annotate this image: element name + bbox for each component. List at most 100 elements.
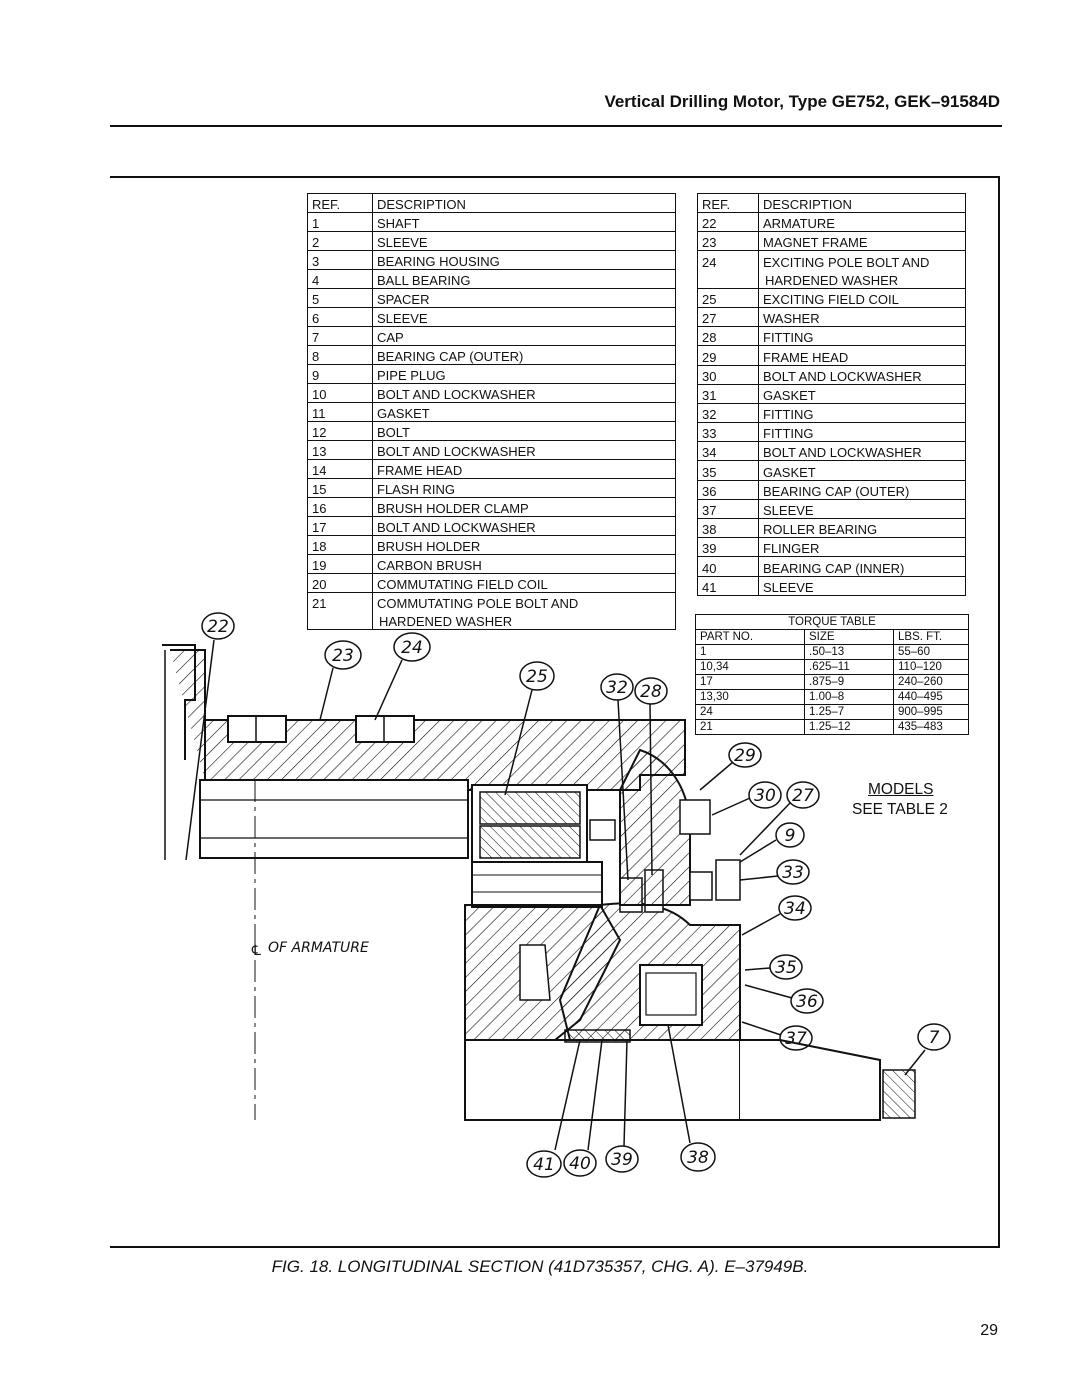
callout-34: 34 [784, 899, 806, 919]
part-description: FLASH RING [372, 478, 676, 498]
callout-22: 22 [207, 617, 229, 637]
part-description: SLEEVE [372, 231, 676, 251]
callout-30: 30 [754, 786, 776, 806]
part-description: BEARING CAP (OUTER) [372, 345, 676, 365]
models-note: MODELS SEE TABLE 2 [852, 780, 948, 820]
roller-bearing [639, 964, 703, 1026]
part-description: ROLLER BEARING [758, 518, 966, 539]
torque-value: 55–60 [893, 644, 969, 660]
part-ref: 1 [307, 212, 373, 232]
part-description: SLEEVE [758, 576, 966, 596]
col-desc-header: DESCRIPTION [372, 193, 676, 213]
part-ref: 12 [307, 421, 373, 441]
torque-part-no: 21 [695, 719, 805, 735]
part-description: BOLT AND LOCKWASHER [372, 383, 676, 403]
part-description: SLEEVE [758, 499, 966, 520]
torque-size: 1.25–12 [804, 719, 894, 735]
part-description: GASKET [758, 384, 966, 404]
callout-39: 39 [611, 1150, 633, 1170]
part-description: BOLT AND LOCKWASHER [372, 516, 676, 536]
torque-value: 440–495 [893, 689, 969, 705]
part-description: SPACER [372, 288, 676, 308]
part-ref: 34 [697, 441, 759, 462]
page-header-title: Vertical Drilling Motor, Type GE752, GEK… [604, 92, 1000, 111]
callout-9: 9 [785, 826, 796, 846]
part-description: FLINGER [758, 537, 966, 558]
part-description: BEARING HOUSING [372, 250, 676, 270]
part-ref: 29 [697, 345, 759, 366]
part-ref: 39 [697, 537, 759, 558]
part-ref: 41 [697, 576, 759, 596]
part-ref: 15 [307, 478, 373, 498]
part-description: BRUSH HOLDER [372, 535, 676, 555]
models-label: MODELS [868, 781, 934, 798]
part-description: SHAFT [372, 212, 676, 232]
callout-7: 7 [929, 1028, 940, 1048]
callout-41: 41 [533, 1155, 555, 1175]
part-description: EXCITING FIELD COIL [758, 288, 966, 308]
part-description: BOLT AND LOCKWASHER [758, 365, 966, 385]
part-description: BOLT [372, 421, 676, 441]
part-ref: 13 [307, 440, 373, 460]
commutator [471, 861, 603, 908]
part-description: COMMUTATING POLE BOLT AND [377, 596, 579, 611]
shaft [464, 1039, 741, 1121]
callout-35: 35 [775, 958, 797, 978]
part-ref: 19 [307, 554, 373, 574]
callout-37: 37 [785, 1029, 807, 1049]
see-table-label: SEE TABLE 2 [852, 801, 948, 818]
parts-row-continuation: HARDENED WASHER [697, 269, 966, 289]
part-ref: 6 [307, 307, 373, 327]
part-description: SLEEVE [372, 307, 676, 327]
figure-frame [110, 176, 1000, 1248]
callout-28: 28 [640, 682, 662, 702]
part-ref: 31 [697, 384, 759, 404]
part-ref: 9 [307, 364, 373, 384]
part-description: PIPE PLUG [372, 364, 676, 384]
shaft-end-spline [882, 1069, 916, 1119]
part-ref: 30 [697, 365, 759, 385]
figure-caption: FIG. 18. LONGITUDINAL SECTION (41D735357… [271, 1257, 809, 1276]
callout-32: 32 [606, 678, 628, 698]
torque-size: .625–11 [804, 659, 894, 675]
part-ref: 8 [307, 345, 373, 365]
header-rule [110, 125, 1002, 127]
part-description: CAP [372, 326, 676, 346]
part-description: GASKET [372, 402, 676, 422]
torque-value: 900–995 [893, 704, 969, 720]
torque-part-no: 10,34 [695, 659, 805, 675]
armature-core [199, 779, 469, 859]
torque-size: .875–9 [804, 674, 894, 690]
part-ref: 28 [697, 326, 759, 347]
callout-40: 40 [569, 1154, 591, 1174]
part-description-cont: HARDENED WASHER [758, 269, 966, 289]
callout-29: 29 [734, 746, 756, 766]
part-ref: 22 [697, 212, 759, 233]
part-description: BOLT AND LOCKWASHER [758, 441, 966, 462]
part-ref: 35 [697, 460, 759, 481]
part-ref-empty [697, 269, 759, 289]
